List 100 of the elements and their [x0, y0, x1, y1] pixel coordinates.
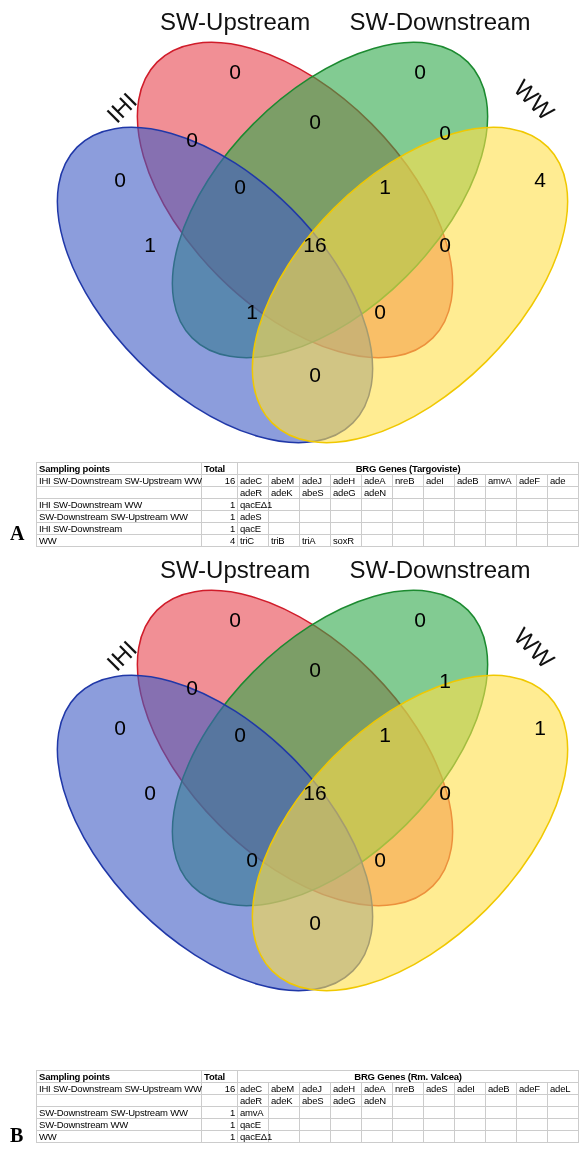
gene-name: adeB [488, 1083, 510, 1094]
sampling-point-label: SW-Downstream WW [39, 1119, 128, 1130]
column-header: BRG Genes (Targoviste) [355, 463, 461, 474]
gene-name: triB [271, 535, 285, 546]
column-header: BRG Genes (Rm. Valcea) [354, 1071, 462, 1082]
sampling-point-label: WW [39, 1131, 57, 1142]
gene-name: adeS [426, 1083, 448, 1094]
gene-name: adeF [519, 475, 540, 486]
column-header: Sampling points [39, 1071, 110, 1082]
sampling-point-label: IHI SW-Downstream WW [39, 499, 142, 510]
gene-name: adeS [240, 511, 262, 522]
region-count: 0 [229, 608, 241, 632]
count-value: 1 [229, 499, 235, 510]
gene-name: adeI [426, 475, 444, 486]
gene-name: qacEΔ1 [240, 499, 273, 510]
gene-name: adeB [457, 475, 479, 486]
gene-name: ade [550, 475, 566, 486]
gene-name: triA [302, 535, 316, 546]
gene-name: abeM [271, 475, 294, 486]
count-value: 4 [229, 535, 235, 546]
region-count: 0 [309, 363, 321, 387]
gene-name: adeF [519, 1083, 540, 1094]
region-count: 0 [414, 60, 426, 84]
region-count: 0 [114, 168, 126, 192]
gene-name: qacE [240, 1119, 261, 1130]
count-value: 1 [229, 511, 235, 522]
gene-name: abeM [271, 1083, 294, 1094]
set-label: IHI [101, 87, 143, 129]
region-count: 0 [374, 300, 386, 324]
gene-name: adeG [333, 1095, 356, 1106]
gene-name: adeJ [302, 1083, 322, 1094]
gene-name: adeR [240, 487, 262, 498]
column-header: Sampling points [39, 463, 110, 474]
column-header: Total [204, 1071, 225, 1082]
sampling-point-label: IHI SW-Downstream SW-Upstream WW [39, 475, 202, 486]
region-count: 0 [309, 911, 321, 935]
region-count: 0 [374, 848, 386, 872]
region-count: 4 [534, 168, 546, 192]
region-count: 0 [246, 848, 258, 872]
sampling-point-label: SW-Downstream SW-Upstream WW [39, 511, 188, 522]
region-count: 0 [114, 716, 126, 740]
set-label: WW [508, 622, 560, 674]
region-count: 16 [303, 781, 327, 805]
panel-letter: B [10, 1124, 24, 1147]
panel-letter: A [10, 522, 25, 545]
region-count: 0 [439, 233, 451, 257]
gene-name: adeH [333, 1083, 355, 1094]
region-count: 1 [144, 233, 156, 257]
region-count: 0 [414, 608, 426, 632]
gene-name: nreB [395, 1083, 415, 1094]
count-value: 1 [229, 523, 235, 534]
gene-name: qacE [240, 523, 261, 534]
region-count: 1 [534, 716, 546, 740]
count-value: 16 [224, 475, 235, 486]
gene-name: amvA [240, 1107, 264, 1118]
gene-name: amvA [488, 475, 512, 486]
region-count: 0 [229, 60, 241, 84]
count-value: 1 [229, 1107, 235, 1118]
region-count: 16 [303, 233, 327, 257]
gene-name: adeA [364, 475, 386, 486]
gene-name: adeJ [302, 475, 322, 486]
region-count: 0 [144, 781, 156, 805]
gene-name: adeG [333, 487, 356, 498]
gene-name: nreB [395, 475, 415, 486]
count-value: 1 [229, 1119, 235, 1130]
gene-name: qacEΔ1 [240, 1131, 273, 1142]
gene-name: abeS [302, 1095, 324, 1106]
gene-name: adeK [271, 487, 293, 498]
gene-name: adeC [240, 475, 262, 486]
region-count: 0 [234, 723, 246, 747]
gene-name: abeS [302, 487, 324, 498]
region-count: 0 [309, 110, 321, 134]
set-label: SW-Downstream [349, 556, 531, 584]
gene-name: triC [240, 535, 254, 546]
set-label: SW-Downstream [349, 8, 531, 36]
set-label: WW [508, 74, 560, 126]
gene-name: adeC [240, 1083, 262, 1094]
sampling-point-label: WW [39, 535, 57, 546]
set-label: IHI [101, 635, 143, 677]
count-value: 16 [224, 1083, 235, 1094]
gene-name: adeH [333, 475, 355, 486]
gene-name: adeI [457, 1083, 475, 1094]
gene-name: adeK [271, 1095, 293, 1106]
sampling-point-label: IHI SW-Downstream [39, 523, 122, 534]
region-count: 0 [309, 658, 321, 682]
region-count: 0 [234, 175, 246, 199]
region-count: 1 [246, 300, 258, 324]
set-label: SW-Upstream [159, 8, 311, 36]
gene-name: adeN [364, 487, 386, 498]
column-header: Total [204, 463, 225, 474]
sampling-point-label: IHI SW-Downstream SW-Upstream WW [39, 1083, 202, 1094]
sampling-point-label: SW-Downstream SW-Upstream WW [39, 1107, 188, 1118]
gene-name: adeR [240, 1095, 262, 1106]
gene-name: soxR [333, 535, 354, 546]
region-count: 1 [379, 723, 391, 747]
count-value: 1 [229, 1131, 235, 1142]
region-count: 1 [379, 175, 391, 199]
gene-name: adeL [550, 1083, 571, 1094]
set-label: SW-Upstream [159, 556, 311, 584]
gene-name: adeA [364, 1083, 386, 1094]
